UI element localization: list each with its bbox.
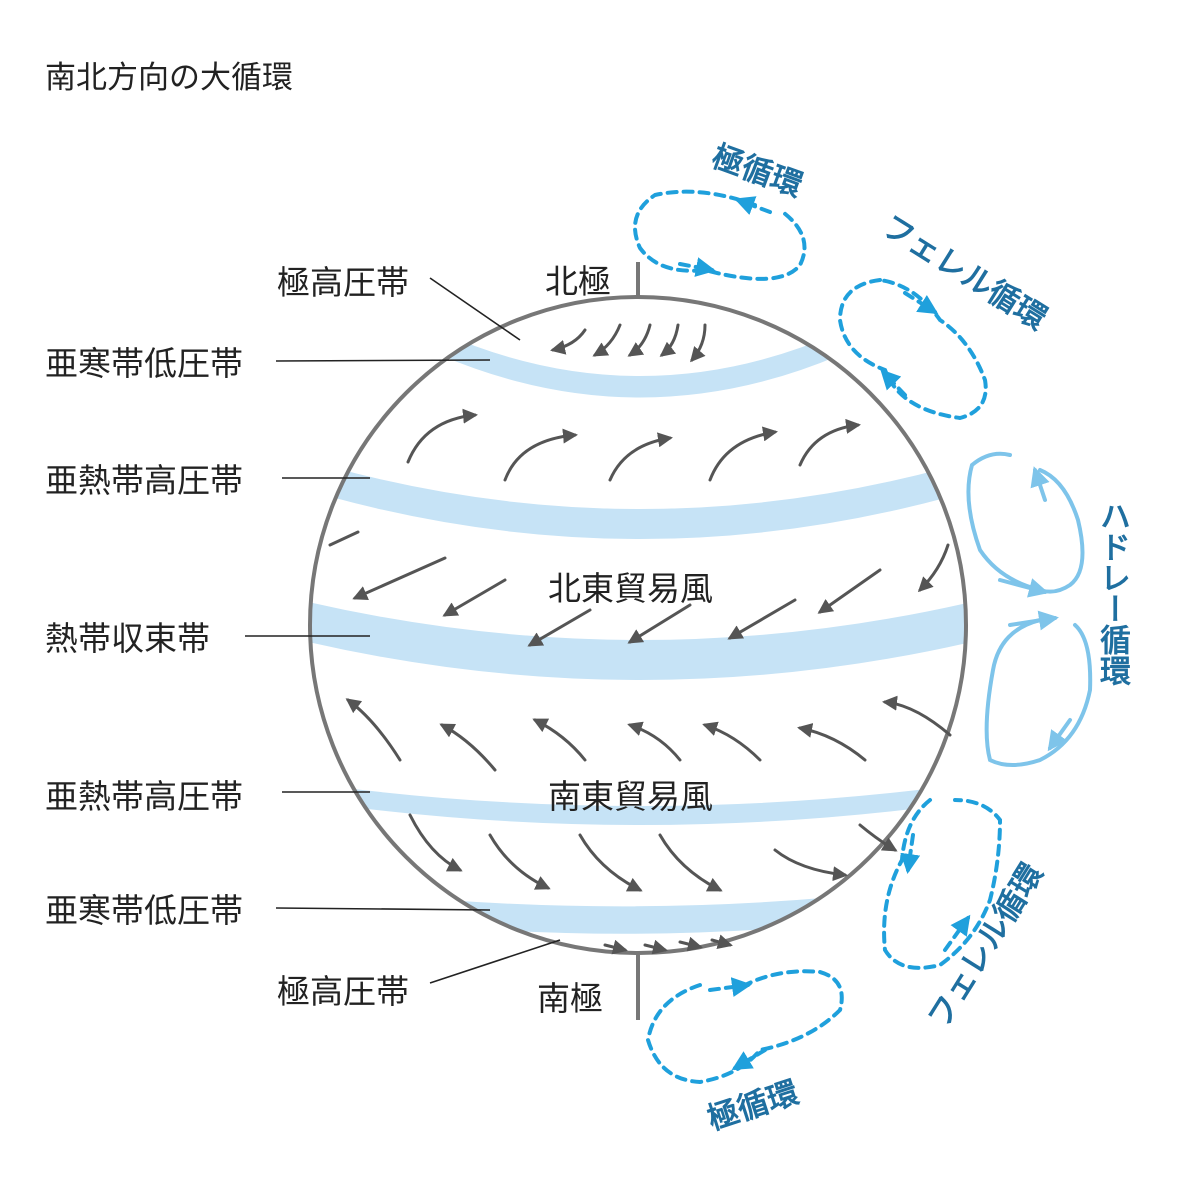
wind-arrow [488,833,551,890]
wind-arrow [532,718,587,762]
wind-arrow [727,598,797,640]
wind-arrow [627,603,692,644]
band-subtropical-south [310,782,966,825]
wind-arrow [643,939,668,955]
wind-arrow [503,428,578,482]
wind-arrow [439,723,497,772]
hadley-cell-upper [966,451,1085,594]
wind-arrow [817,568,882,614]
wind-arrow [352,556,447,600]
wind-arrow [882,695,952,737]
wind-arrow [627,323,652,357]
ferrel-cell-north [837,278,988,421]
wind-arrow [690,323,707,363]
leader-line [429,939,561,984]
wind-arrows [328,323,952,955]
band-subpolar-south [310,880,966,934]
wind-arrow [658,833,723,892]
wind-arrow [858,823,898,852]
wind-arrow [406,408,478,464]
hadley-upper-arrow-1 [1030,466,1050,502]
wind-arrow [527,608,592,647]
hadley-cell-label: ハドレー循環 [1094,500,1131,686]
ferrel-cell-south-arrow-1 [900,833,921,874]
wind-arrow [550,328,587,355]
south-pole-label: 南極 [537,979,603,1018]
wind-arrow [678,936,703,952]
polar-cell-north [633,189,807,281]
wind-arrow [710,934,733,950]
ferrel-cell-north-arrow-2 [880,369,907,397]
northeast-trade-label: 北東貿易風 [548,569,713,608]
subpolar-low-north-label: 亜寒帯低圧帯 [45,344,243,383]
pressure-bands [310,332,966,934]
wind-arrow [917,543,950,593]
polar-high-south-label: 極高圧帯 [277,972,409,1011]
wind-arrow [442,578,507,617]
ferrel-cell-south-label: フェレル循環 [921,857,1051,1035]
subtropical-high-north-label: 亜熱帯高圧帯 [45,461,243,500]
wind-arrow [659,323,680,357]
southeast-trade-label: 南東貿易風 [548,777,713,816]
wind-arrow [702,721,762,762]
polar-cell-south [645,969,844,1085]
wind-arrow [797,723,867,762]
wind-arrow [345,698,402,762]
ferrel-cell-south-arrow-2 [943,914,971,952]
subtropical-high-south-label: 亜熱帯高圧帯 [45,777,243,816]
polar-cell-south-arrow-2 [731,1048,767,1071]
north-pole-label: 北極 [545,262,611,301]
wind-arrow [603,939,628,955]
leader-line [275,359,491,362]
wind-arrow [592,323,622,357]
wind-arrow [608,432,673,482]
polar-cell-north-arrow-2 [678,257,716,277]
ferrel-cell-north-label: フェレル循環 [876,208,1054,338]
hadley-lower-arrow-1 [1008,610,1059,631]
polar-cell-south-arrow-1 [708,977,752,998]
hadley-upper-arrow-2 [998,578,1049,598]
itcz-label: 熱帯収束帯 [45,619,210,658]
ferrel-cell-north-arrow-1 [903,291,939,315]
polar-high-north-label: 極高圧帯 [277,263,409,302]
hadley-cell-lower [984,618,1093,767]
subpolar-low-south-label: 亜寒帯低圧帯 [45,891,243,930]
polar-cell-north-arrow-1 [734,196,772,215]
polar-cell-south-label: 極循環 [703,1074,804,1137]
leader-line [275,907,491,911]
hadley-lower-arrow-2 [1047,718,1072,752]
band-subpolar-north [440,332,840,398]
wind-arrow [627,721,682,762]
wind-arrow [578,833,643,892]
leader-line [429,277,521,341]
wind-arrow [773,848,848,882]
globe-outline [308,295,968,955]
band-itcz [310,600,966,680]
wind-arrow [408,813,463,872]
diagram-title: 南北方向の大循環 [45,60,293,96]
circulation-cells [633,189,1093,1085]
wind-arrow [328,530,360,547]
band-subtropical-north [310,458,966,539]
wind-arrow [798,418,861,467]
wind-arrow [708,426,778,482]
